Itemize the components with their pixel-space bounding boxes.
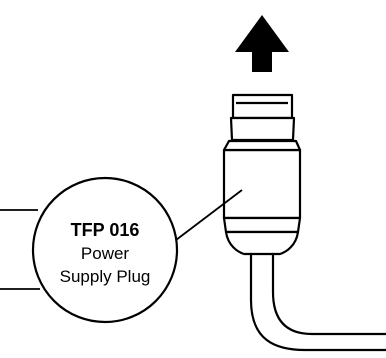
arrow-up-icon bbox=[235, 15, 289, 72]
callout-line-2: Supply Plug bbox=[60, 267, 151, 286]
callout-circle bbox=[31, 176, 179, 324]
plug-tip bbox=[229, 93, 296, 142]
callout-code: TFP 016 bbox=[71, 220, 140, 240]
bracket-lines bbox=[0, 209, 40, 290]
callout-line-1: Power bbox=[81, 244, 130, 263]
callout-leader-line bbox=[175, 189, 243, 241]
cable bbox=[249, 252, 386, 352]
plug-body bbox=[222, 139, 302, 256]
